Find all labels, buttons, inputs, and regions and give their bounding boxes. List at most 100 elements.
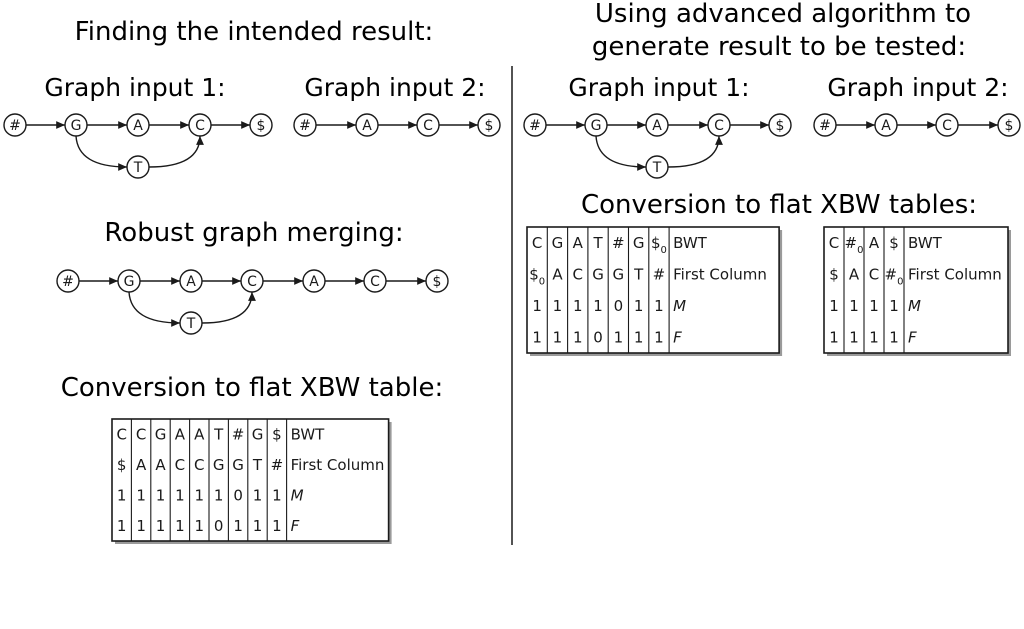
- node-circle: [249, 113, 273, 137]
- node-circle: [64, 113, 88, 137]
- table-cell: T: [252, 456, 263, 474]
- table-cell: #: [232, 425, 245, 443]
- branch-node: T: [179, 311, 203, 335]
- table-cell: 1: [829, 297, 839, 315]
- table-cell: 1: [634, 328, 644, 346]
- table-cell: 1: [117, 486, 127, 504]
- node-circle: [240, 269, 264, 293]
- table-cell: 0: [233, 486, 243, 504]
- graph-node: $: [249, 113, 273, 137]
- table-cell: #0: [885, 265, 904, 287]
- row-label: BWT: [908, 234, 943, 252]
- node-circle: [874, 113, 898, 137]
- node-circle: [768, 113, 792, 137]
- graph-node: A: [126, 113, 150, 137]
- table-cell: 1: [117, 517, 127, 535]
- row-label: First Column: [673, 265, 767, 283]
- node-circle: [126, 155, 150, 179]
- table-cell: A: [573, 234, 584, 252]
- node-label: #: [9, 118, 21, 134]
- table-cell: C: [175, 456, 185, 474]
- right-graph2-label: Graph input 2:: [827, 73, 1008, 102]
- table-cell: G: [552, 234, 564, 252]
- table-cell: 1: [614, 328, 624, 346]
- table-cell: $: [272, 425, 282, 443]
- table-cell: 1: [136, 486, 146, 504]
- table-cell: 1: [272, 517, 282, 535]
- graph-node: C: [240, 269, 264, 293]
- graph-node: $: [477, 113, 501, 137]
- branch-edge-in: [75, 135, 128, 171]
- node-label: C: [423, 118, 433, 134]
- left-heading: Finding the intended result:: [75, 17, 434, 47]
- table-cell: A: [175, 425, 186, 443]
- table-cell: A: [552, 265, 563, 283]
- table-cell: A: [849, 265, 860, 283]
- table-cell: 1: [634, 297, 644, 315]
- node-circle: [302, 269, 326, 293]
- node-circle: [179, 311, 203, 335]
- node-label: A: [309, 274, 319, 290]
- table-cell: 1: [869, 328, 879, 346]
- right-table-heading: Conversion to flat XBW tables:: [581, 190, 977, 220]
- table-cell: #0: [845, 234, 864, 256]
- node-label: $: [485, 118, 494, 134]
- table-cell: 1: [253, 517, 263, 535]
- row-label: M: [673, 297, 686, 315]
- table-cell: 1: [156, 517, 166, 535]
- node-circle: [997, 113, 1021, 137]
- left-graph1-label: Graph input 1:: [44, 73, 225, 102]
- row-label: F: [291, 517, 300, 535]
- right-graph1-label: Graph input 1:: [568, 73, 749, 102]
- node-circle: [935, 113, 959, 137]
- table-cell: 1: [849, 297, 859, 315]
- table-cell: 1: [532, 328, 542, 346]
- branch-edge-out: [201, 291, 256, 324]
- table-cell: 1: [195, 486, 205, 504]
- table-cell: $: [829, 265, 839, 283]
- table-cell: $0: [651, 234, 667, 256]
- node-circle: [179, 269, 203, 293]
- graph-node: C: [363, 269, 387, 293]
- node-label: G: [591, 118, 602, 134]
- table-cell: 1: [553, 328, 563, 346]
- graph-node: A: [874, 113, 898, 137]
- right-heading-line1: Using advanced algorithm to: [595, 0, 971, 29]
- node-circle: [584, 113, 608, 137]
- graph-node: G: [584, 113, 608, 137]
- table-cell: #: [271, 456, 284, 474]
- node-label: $: [257, 118, 266, 134]
- table-cell: 1: [253, 486, 263, 504]
- node-label: T: [133, 160, 143, 176]
- graph-node: C: [707, 113, 731, 137]
- node-circle: [645, 155, 669, 179]
- table-cell: G: [592, 265, 604, 283]
- graph-node: C: [416, 113, 440, 137]
- table-cell: 0: [614, 297, 624, 315]
- graph-node: C: [935, 113, 959, 137]
- node-label: C: [247, 274, 257, 290]
- table-cell: G: [232, 456, 244, 474]
- table-cell: A: [869, 234, 880, 252]
- node-circle: [707, 113, 731, 137]
- table-cell: #: [653, 265, 666, 283]
- table-cell: $0: [529, 265, 545, 287]
- node-label: A: [362, 118, 372, 134]
- graph-node: G: [64, 113, 88, 137]
- graph-node: G: [117, 269, 141, 293]
- table-cell: #: [612, 234, 625, 252]
- node-label: C: [942, 118, 952, 134]
